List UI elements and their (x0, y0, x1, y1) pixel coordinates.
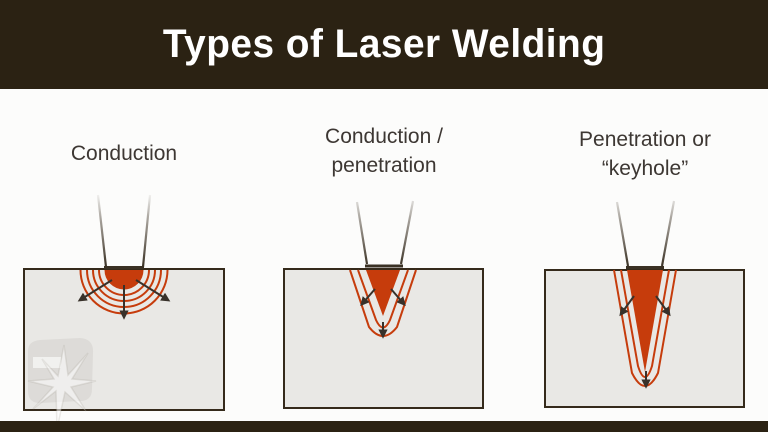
laser-beam-line (660, 200, 676, 267)
page-title: Types of Laser Welding (162, 22, 606, 66)
watermark-welding-logo (27, 338, 97, 421)
laser-beam-line (141, 194, 152, 268)
conduction-penetration-diagram (283, 200, 484, 409)
laser-beam-line (355, 201, 369, 265)
laser-beam-line (615, 201, 630, 267)
heat-flow-arrow (360, 288, 376, 307)
laser-beam-line (96, 194, 108, 268)
panel-label-conduction: Conduction (70, 142, 178, 165)
heat-flow-arrow (135, 279, 171, 302)
panel-label-keyhole: Penetration or “keyhole” (579, 128, 711, 180)
weld-pool (627, 270, 663, 372)
panel-label-conduction-penetration: Conduction / penetration (325, 125, 443, 177)
helmet-visor (33, 357, 61, 368)
heat-flow-arrow (77, 279, 113, 302)
heat-flow-arrow (390, 288, 406, 307)
laser-beam-line (399, 200, 415, 265)
title-bar: Types of Laser Welding (0, 0, 768, 89)
keyhole-diagram (544, 200, 745, 408)
diagram-canvas (23, 194, 745, 421)
heat-flow-arrow (655, 295, 671, 317)
weld-pool (104, 270, 144, 290)
weld-pool (366, 270, 400, 316)
heat-flow-arrow (619, 295, 635, 317)
footer-accent-bar (0, 421, 768, 432)
spark-icon (27, 344, 97, 421)
